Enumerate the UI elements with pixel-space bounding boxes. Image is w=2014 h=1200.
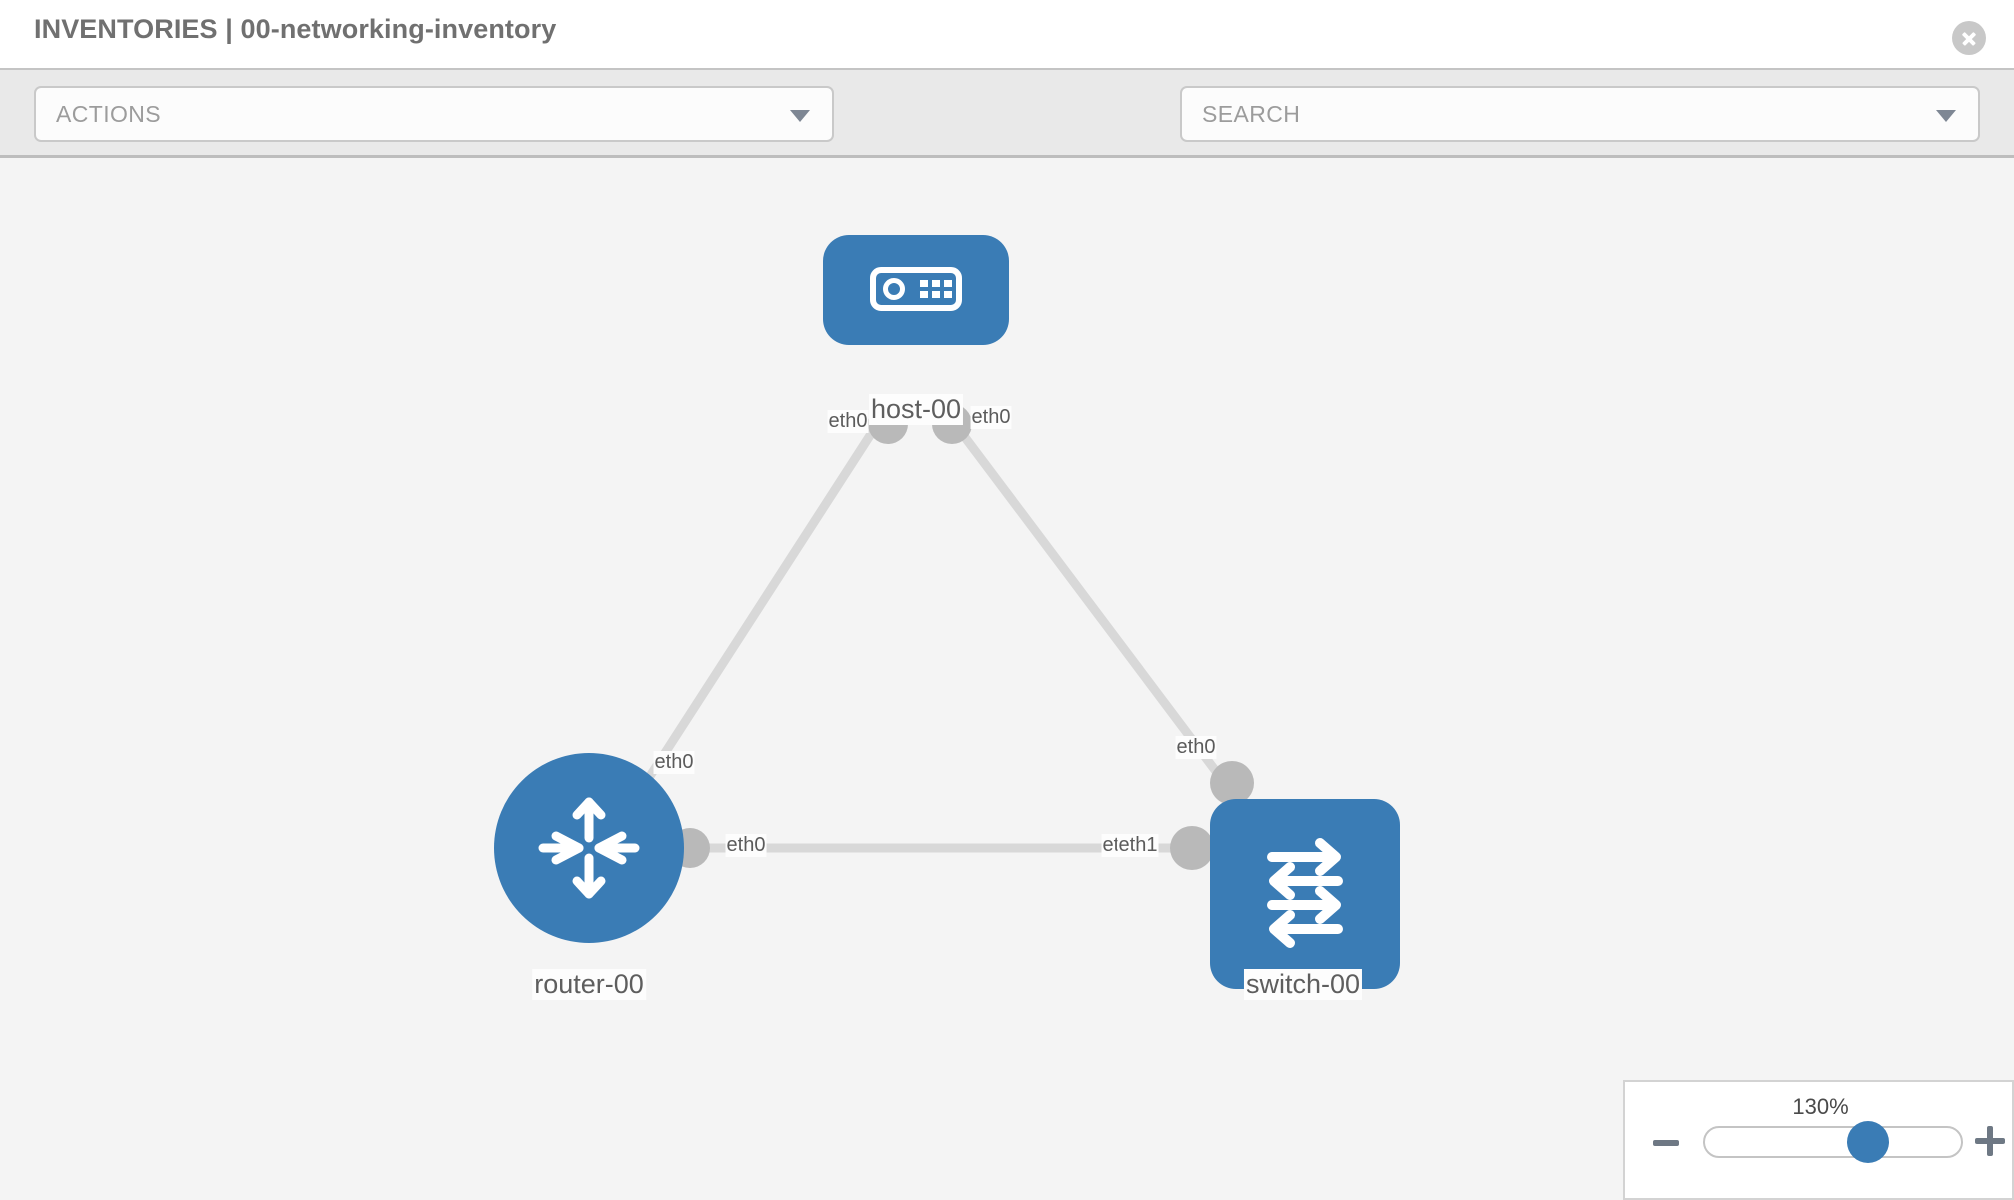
edge-host00-switch00 [948,417,1240,801]
chevron-down-icon [1936,110,1956,122]
zoom-slider[interactable] [1703,1121,1963,1163]
node-router-00-label: router-00 [532,969,646,1000]
edge-host00-router00 [628,417,884,807]
node-switch-00-shape[interactable] [1210,799,1400,989]
node-host-00-label: host-00 [868,394,964,425]
zoom-in-button[interactable] [1975,1126,2005,1156]
zoom-level-value: 130% [1792,1094,1849,1119]
toolbar: ACTIONS SEARCH [0,68,2014,199]
iface-router00-switch00: eth0 [725,834,767,857]
iface-router00-host00: eth0 [653,751,695,774]
chevron-down-icon [790,110,810,122]
zoom-control-panel: 130% [1623,1080,2014,1200]
node-switch-00-label: switch-00 [1243,969,1363,1000]
router-four-arrows-icon [538,797,640,899]
node-router-00-shape[interactable] [494,753,684,943]
switch-arrows-icon [1267,838,1343,948]
topology-edges [628,417,1240,853]
node-router-00[interactable] [494,753,684,943]
search-placeholder: SEARCH [1202,100,1301,127]
server-device-icon [870,267,962,311]
iface-switch00-host00: eth0 [1175,736,1217,759]
iface-host00-router00: eth0 [827,410,869,433]
connector-switch00-left [1170,826,1214,870]
zoom-slider-thumb[interactable] [1847,1121,1889,1163]
topology-canvas[interactable]: host-00 eth0 eth0 router-00 eth0 eth0 [0,158,2014,1200]
iface-switch00-router00: eth1 [1117,834,1159,857]
topology-connectors [670,404,1254,870]
node-switch-00[interactable] [1210,799,1400,989]
node-host-00-shape[interactable] [823,235,1009,345]
actions-dropdown-label: ACTIONS [56,100,162,127]
page-header: INVENTORIES | 00-networking-inventory [0,0,2014,68]
page-title: INVENTORIES | 00-networking-inventory [34,14,557,44]
search-input[interactable]: SEARCH [1180,86,1980,142]
zoom-out-button[interactable] [1653,1140,1679,1146]
actions-dropdown[interactable]: ACTIONS [34,86,834,142]
node-host-00[interactable] [823,235,1009,345]
connector-switch00-top [1210,761,1254,805]
close-icon[interactable] [1952,21,1986,55]
iface-host00-switch00: eth0 [970,406,1012,429]
